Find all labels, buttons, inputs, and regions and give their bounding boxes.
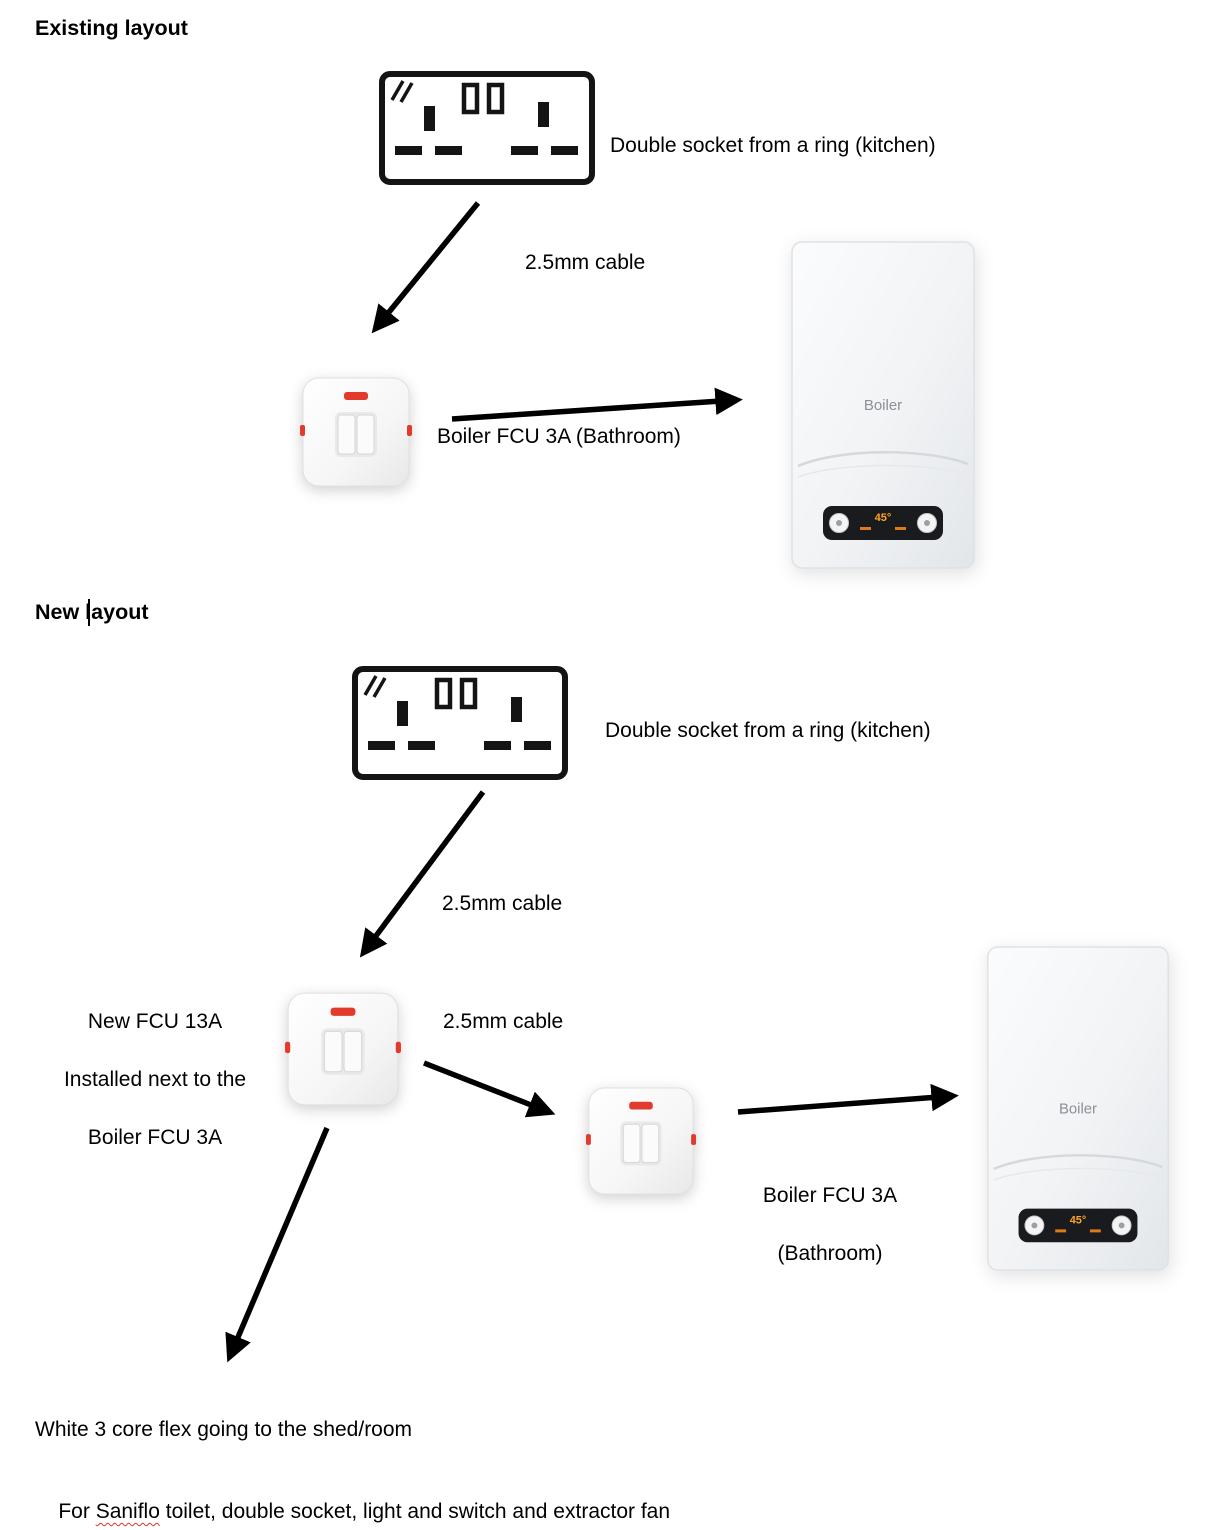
socket-sheen-icon	[363, 675, 387, 698]
bathroom-fcu-image	[585, 1087, 697, 1195]
fcu-neon-indicator	[629, 1101, 653, 1110]
bathroom-fcu-caption-line1: Boiler FCU 3A	[762, 1184, 898, 1207]
boiler-display-temp: 45°	[875, 512, 892, 524]
new-layout-title: New layout	[35, 600, 149, 624]
socket-sheen-icon	[390, 80, 414, 103]
boiler-brand-text: Boiler	[864, 397, 902, 414]
flex-note: White 3 core flex going to the shed/room	[35, 1418, 413, 1441]
boiler-display-temp: 45°	[1070, 1214, 1086, 1226]
arrow-existing-socket-to-fcu	[371, 201, 481, 334]
saniflo-note: For Saniflo toilet, double socket, light…	[35, 1476, 670, 1530]
double-socket-image	[379, 71, 595, 185]
arrow-new-socket-to-new-fcu	[359, 790, 486, 958]
boiler-image: Boiler 45°	[791, 241, 975, 569]
double-socket-image	[352, 666, 568, 780]
boiler-control-panel	[823, 506, 943, 540]
new-fcu-caption-line1: New FCU 13A	[87, 1010, 223, 1033]
saniflo-note-suffix: toilet, double socket, light and switch …	[159, 1500, 671, 1523]
arrow-boiler-fcu-to-boiler	[737, 1083, 959, 1115]
boiler-brand-text: Boiler	[1059, 1101, 1097, 1117]
new-fcu-caption-line2: Installed next to the	[63, 1068, 247, 1091]
new-fcu-caption: New FCU 13A Installed next to the Boiler…	[25, 993, 285, 1167]
saniflo-note-misspelled-word: Saniflo	[95, 1500, 160, 1523]
fcu-neon-indicator	[344, 392, 368, 400]
bathroom-fcu-caption: Boiler FCU 3A (Bathroom)	[730, 1167, 930, 1283]
existing-cable-label: 2.5mm cable	[525, 251, 646, 274]
arrow-new-fcu-to-boiler-fcu	[422, 1060, 556, 1118]
new-socket-label: Double socket from a ring (kitchen)	[605, 719, 931, 742]
new-cable-label-top: 2.5mm cable	[442, 892, 563, 915]
boiler-image: Boiler 45°	[987, 946, 1169, 1271]
arrow-existing-fcu-to-boiler	[451, 387, 743, 422]
existing-layout-title: Existing layout	[35, 16, 188, 40]
boiler-fcu-image	[300, 377, 412, 487]
text-cursor	[88, 599, 90, 626]
boiler-control-panel	[1018, 1208, 1138, 1243]
fcu-neon-indicator	[330, 1007, 356, 1016]
existing-socket-label: Double socket from a ring (kitchen)	[610, 134, 936, 157]
new-fcu-caption-line3: Boiler FCU 3A	[87, 1126, 223, 1149]
new-fcu-image	[285, 992, 401, 1106]
new-cable-label-mid: 2.5mm cable	[443, 1010, 564, 1033]
saniflo-note-prefix: For	[58, 1500, 96, 1523]
bathroom-fcu-caption-line2: (Bathroom)	[777, 1242, 883, 1265]
arrow-new-fcu-to-shed-flex	[225, 1126, 330, 1363]
existing-fcu-label: Boiler FCU 3A (Bathroom)	[437, 425, 681, 448]
